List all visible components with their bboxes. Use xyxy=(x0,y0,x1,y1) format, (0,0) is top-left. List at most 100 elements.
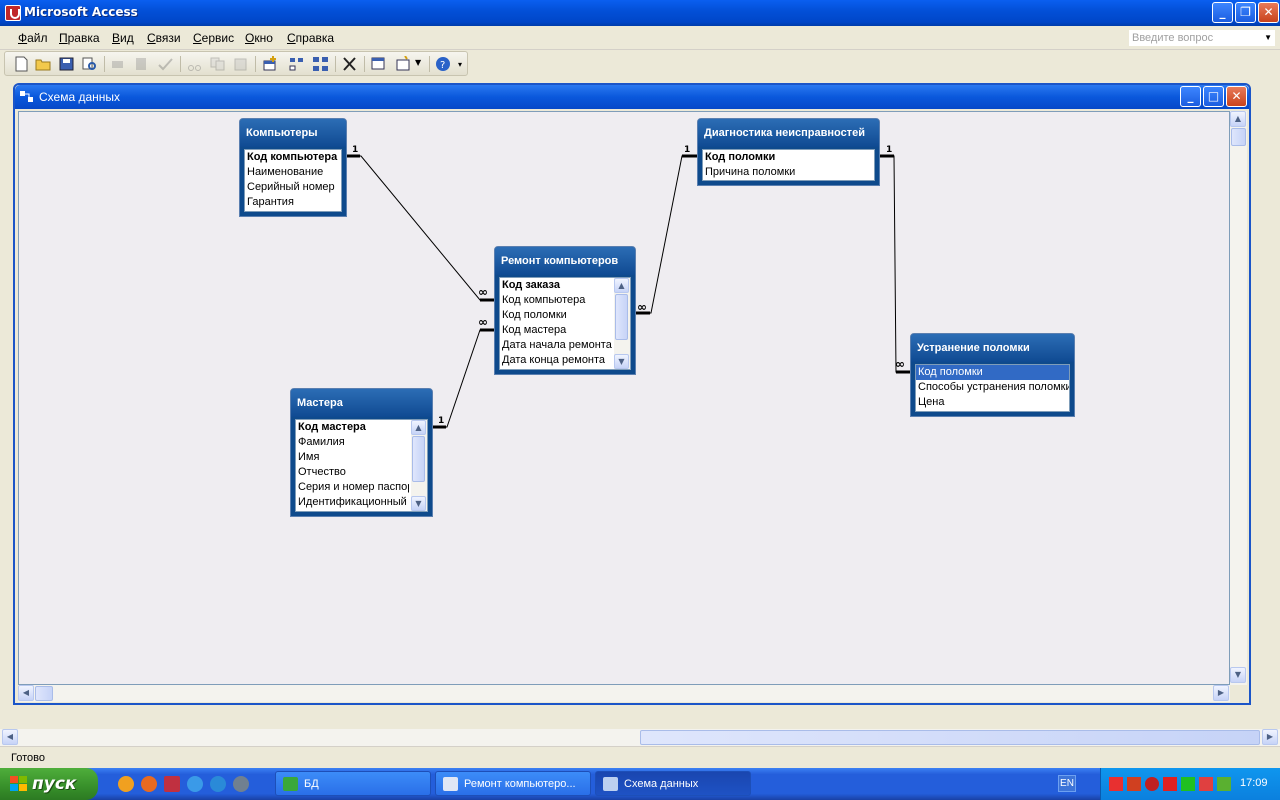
scroll-up-button[interactable]: ▲ xyxy=(411,420,426,435)
scroll-right-button[interactable]: ▶ xyxy=(1262,729,1278,745)
child-maximize-button[interactable]: □ xyxy=(1203,86,1224,107)
task-relationships[interactable]: Схема данных xyxy=(595,771,751,796)
table-scrollbar[interactable]: ▲ ▼ xyxy=(614,278,630,369)
table-title[interactable]: Мастера xyxy=(291,389,432,417)
field-item[interactable]: Код мастера xyxy=(298,421,366,433)
chevron-down-icon[interactable]: ▼ xyxy=(415,58,422,67)
quicklaunch-icon[interactable] xyxy=(118,776,134,792)
table-title[interactable]: Ремонт компьютеров xyxy=(495,247,635,275)
field-item[interactable]: Отчество xyxy=(298,466,346,478)
volume-icon[interactable] xyxy=(1127,777,1141,791)
menu-file[interactable]: Файл xyxy=(18,31,48,45)
scroll-down-button[interactable]: ▼ xyxy=(614,354,629,369)
field-item[interactable]: Код поломки xyxy=(705,151,776,163)
horizontal-scrollbar[interactable]: ◀ ▶ xyxy=(18,685,1230,702)
nvidia-icon[interactable] xyxy=(1217,777,1231,791)
field-item[interactable]: Дата конца ремонта xyxy=(502,354,606,366)
safely-remove-icon[interactable] xyxy=(1199,777,1213,791)
task-database[interactable]: БД xyxy=(275,771,431,796)
field-item[interactable]: Код поломки xyxy=(502,309,567,321)
main-scroll-thumb[interactable] xyxy=(640,730,1260,745)
app-titlebar[interactable]: Microsoft Access _ ❐ ✕ xyxy=(0,0,1280,26)
show-table-icon[interactable] xyxy=(261,56,278,72)
language-indicator[interactable]: EN xyxy=(1058,775,1076,792)
tray-icon[interactable] xyxy=(1145,777,1159,791)
menu-view[interactable]: Вид xyxy=(112,31,134,45)
field-item[interactable]: Цена xyxy=(918,396,945,408)
field-item[interactable]: Код заказа xyxy=(502,279,560,291)
child-minimize-button[interactable]: _ xyxy=(1180,86,1201,107)
show-direct-relationships-icon[interactable] xyxy=(288,56,305,72)
new-file-icon[interactable] xyxy=(13,56,30,72)
menu-window[interactable]: Окно xyxy=(245,31,273,45)
main-horizontal-scrollbar[interactable]: ◀ ▶ xyxy=(0,729,1280,746)
scroll-right-button[interactable]: ▶ xyxy=(1213,685,1229,701)
database-window-icon[interactable] xyxy=(370,56,387,72)
field-item[interactable]: Серия и номер паспорта xyxy=(298,481,409,493)
menu-help[interactable]: Справка xyxy=(287,31,335,45)
scroll-up-button[interactable]: ▲ xyxy=(614,278,629,293)
child-close-button[interactable]: ✕ xyxy=(1226,86,1247,107)
tray-icon[interactable] xyxy=(1181,777,1195,791)
field-item[interactable]: Причина поломки xyxy=(705,166,796,178)
search-icon[interactable] xyxy=(81,56,98,72)
field-item[interactable]: Наименование xyxy=(247,166,324,178)
help-icon[interactable]: ? xyxy=(435,56,452,72)
quicklaunch-icon[interactable] xyxy=(164,776,180,792)
delete-icon[interactable] xyxy=(341,56,358,72)
start-button[interactable]: пуск xyxy=(0,768,98,800)
vertical-scrollbar[interactable]: ▲ ▼ xyxy=(1230,111,1247,685)
field-item[interactable]: Серийный номер xyxy=(247,181,335,193)
firefox-icon[interactable] xyxy=(141,776,157,792)
internet-explorer-icon[interactable] xyxy=(187,776,203,792)
field-item[interactable]: Код мастера xyxy=(502,324,567,336)
scroll-up-button[interactable]: ▲ xyxy=(1230,111,1246,127)
table-scrollbar[interactable]: ▲ ▼ xyxy=(411,420,427,511)
table-repairs[interactable]: Ремонт компьютеров Код заказа Код компью… xyxy=(494,246,636,375)
toolbar-options-icon[interactable]: ▾ xyxy=(458,60,463,69)
show-all-relationships-icon[interactable] xyxy=(312,56,329,72)
table-fixes[interactable]: Устранение поломки Код поломки Способы у… xyxy=(910,333,1075,417)
table-title[interactable]: Устранение поломки xyxy=(911,334,1074,362)
field-item-selected[interactable]: Код поломки xyxy=(916,365,1069,380)
table-diagnostics[interactable]: Диагностика неисправностей Код поломки П… xyxy=(697,118,880,186)
clock[interactable]: 17:09 xyxy=(1240,777,1268,789)
field-item[interactable]: Код компьютера xyxy=(502,294,586,306)
field-item[interactable]: Идентификационный номер xyxy=(298,496,409,508)
table-scroll-thumb[interactable] xyxy=(412,436,425,482)
field-item[interactable]: Дата начала ремонта xyxy=(502,339,612,351)
quicklaunch-icon[interactable] xyxy=(233,776,249,792)
new-object-icon[interactable] xyxy=(395,56,412,72)
vertical-scroll-thumb[interactable] xyxy=(1231,128,1246,146)
menu-edit[interactable]: Правка xyxy=(59,31,100,45)
chevron-down-icon[interactable]: ▼ xyxy=(1264,33,1272,42)
relationships-window-titlebar[interactable]: Схема данных _ □ ✕ xyxy=(15,85,1249,109)
minimize-button[interactable]: _ xyxy=(1212,2,1233,23)
scroll-left-button[interactable]: ◀ xyxy=(2,729,18,745)
tray-icon[interactable] xyxy=(1163,777,1177,791)
access-app-icon[interactable] xyxy=(5,5,21,21)
menu-relationships[interactable]: Связи xyxy=(147,31,181,45)
close-button[interactable]: ✕ xyxy=(1258,2,1279,23)
field-item[interactable]: Способы устранения поломки xyxy=(918,381,1069,393)
scroll-down-button[interactable]: ▼ xyxy=(411,496,426,511)
field-item[interactable]: Гарантия xyxy=(247,196,294,208)
menu-tools[interactable]: Сервис xyxy=(193,31,235,45)
field-item[interactable]: Фамилия xyxy=(298,436,345,448)
table-scroll-thumb[interactable] xyxy=(615,294,628,340)
task-repairs-table[interactable]: Ремонт компьютеро... xyxy=(435,771,591,796)
quicklaunch-icon[interactable] xyxy=(210,776,226,792)
restore-button[interactable]: ❐ xyxy=(1235,2,1256,23)
horizontal-scroll-thumb[interactable] xyxy=(35,686,53,701)
table-title[interactable]: Компьютеры xyxy=(240,119,346,147)
table-computers[interactable]: Компьютеры Код компьютера Наименование С… xyxy=(239,118,347,217)
tray-icon[interactable] xyxy=(1109,777,1123,791)
table-masters[interactable]: Мастера Код мастера Фамилия Имя Отчество… xyxy=(290,388,433,517)
field-item[interactable]: Имя xyxy=(298,451,320,463)
open-folder-icon[interactable] xyxy=(35,56,52,72)
scroll-left-button[interactable]: ◀ xyxy=(18,685,34,701)
ask-question-input[interactable]: Введите вопрос ▼ xyxy=(1128,29,1276,47)
field-item[interactable]: Код компьютера xyxy=(247,151,338,163)
scroll-down-button[interactable]: ▼ xyxy=(1230,667,1246,683)
save-icon[interactable] xyxy=(58,56,75,72)
